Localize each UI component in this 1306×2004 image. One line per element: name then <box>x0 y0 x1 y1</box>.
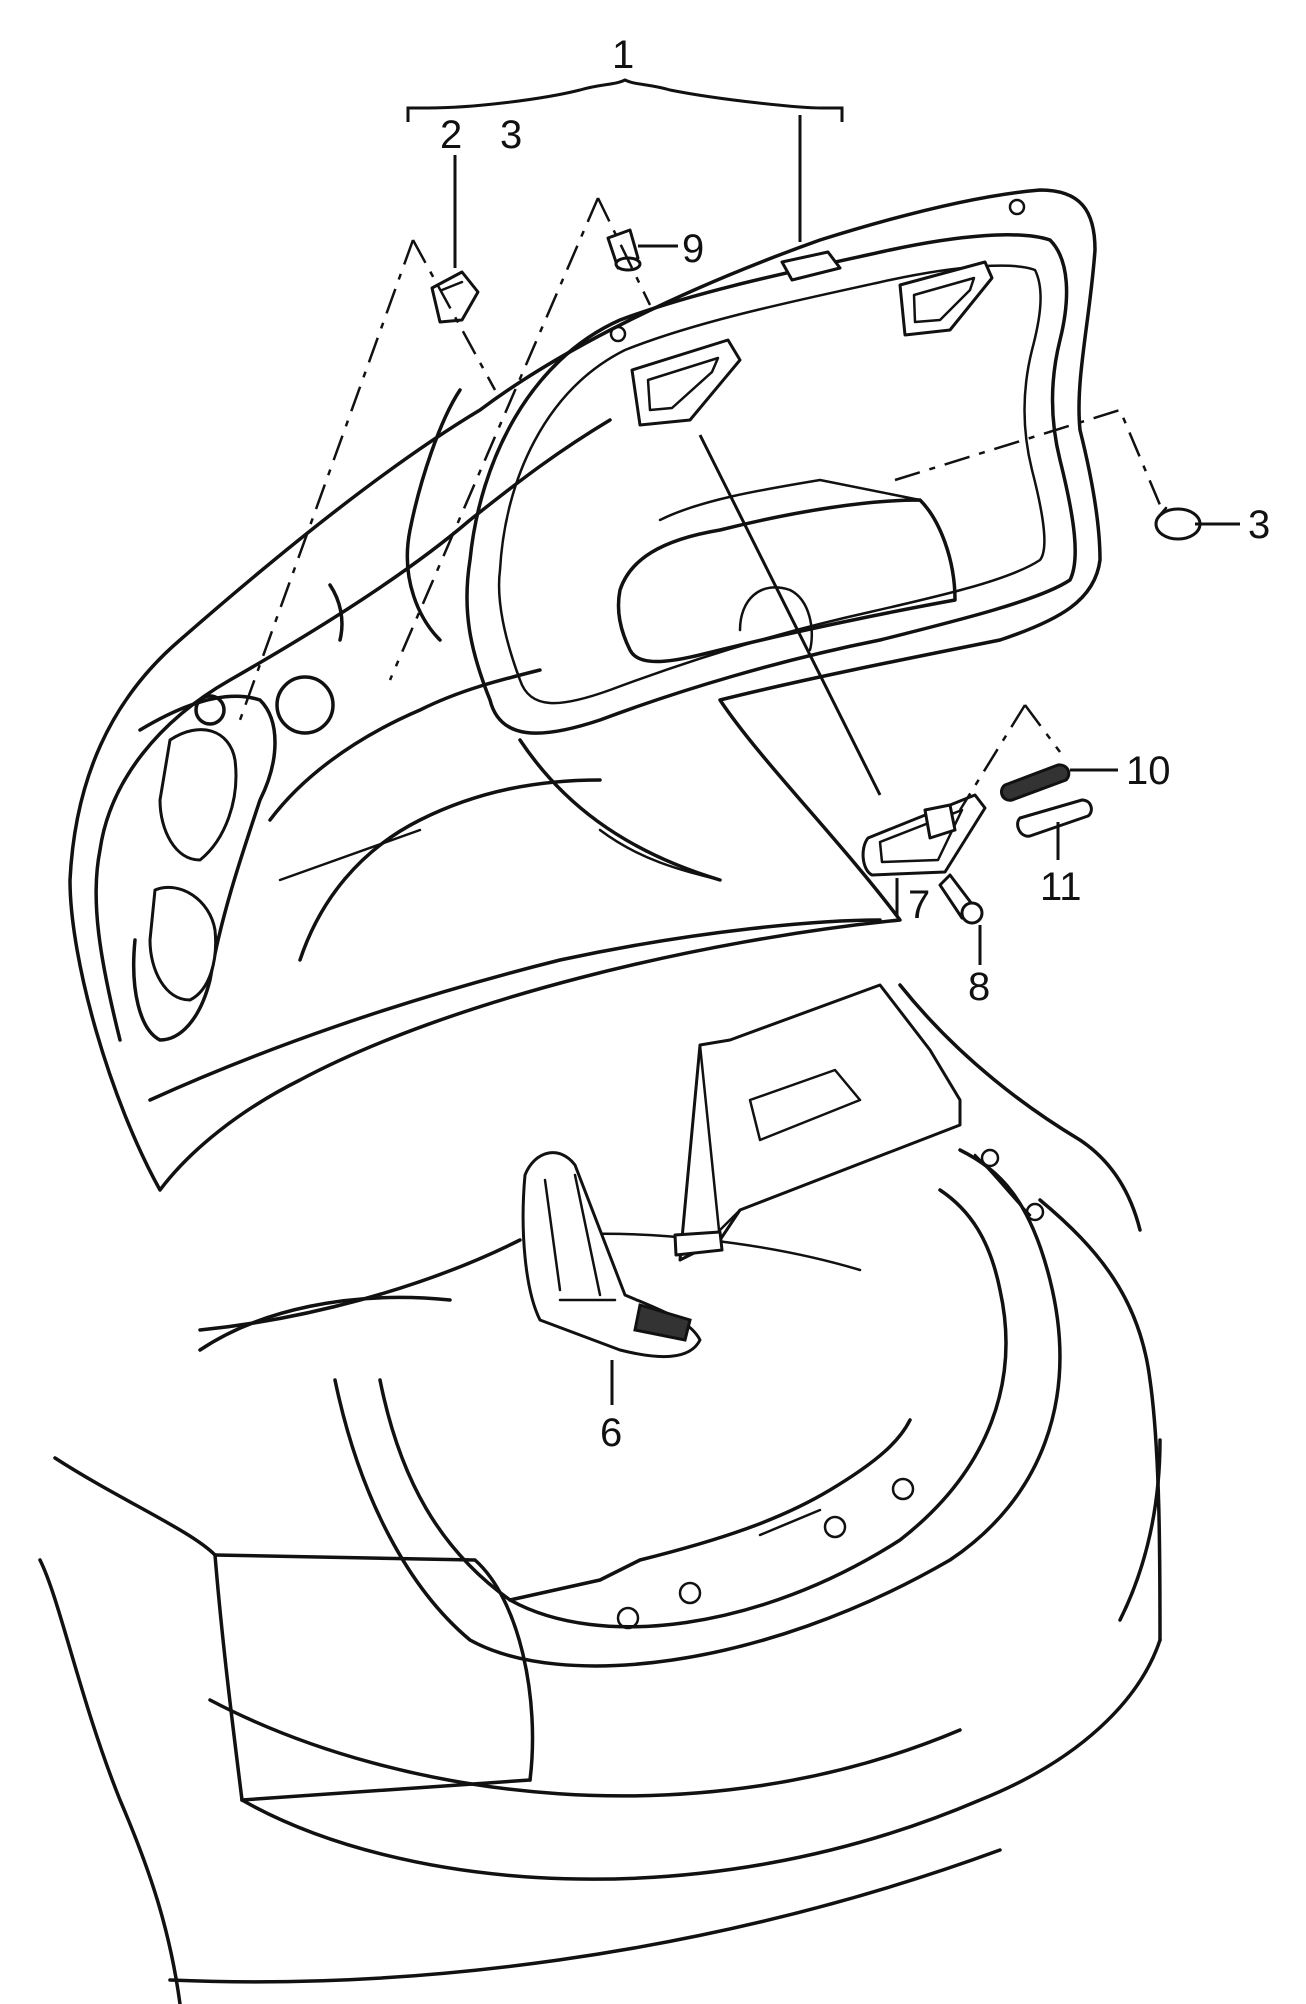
part-10-trim-strip <box>1000 763 1071 802</box>
callout-10: 10 <box>1126 749 1171 793</box>
part-3-plug <box>1154 506 1202 541</box>
assembly-lines <box>238 197 1162 811</box>
part-7-handle-housing <box>861 793 987 877</box>
car-body-outline <box>38 983 1162 2004</box>
callout-8: 8 <box>968 965 990 1009</box>
part-6-hinge-cover <box>521 1151 702 1359</box>
part-8-screw <box>938 873 984 925</box>
leader-lines <box>406 78 1240 1405</box>
callout-labels: 1 2 3 9 3 10 11 7 8 6 <box>440 33 1270 1455</box>
side-trim-panel <box>673 983 962 1262</box>
part-11-gasket <box>1016 798 1093 838</box>
callout-11: 11 <box>1040 865 1082 909</box>
callout-6: 6 <box>600 1411 622 1455</box>
callout-3-right: 3 <box>1248 503 1270 547</box>
callout-3-top: 3 <box>500 113 522 157</box>
part-2-clip <box>430 270 480 324</box>
callout-2: 2 <box>440 113 462 157</box>
callout-7: 7 <box>908 883 930 927</box>
callout-9: 9 <box>682 227 704 271</box>
callout-1: 1 <box>612 33 634 77</box>
trunk-lid-outline <box>68 188 1102 1192</box>
